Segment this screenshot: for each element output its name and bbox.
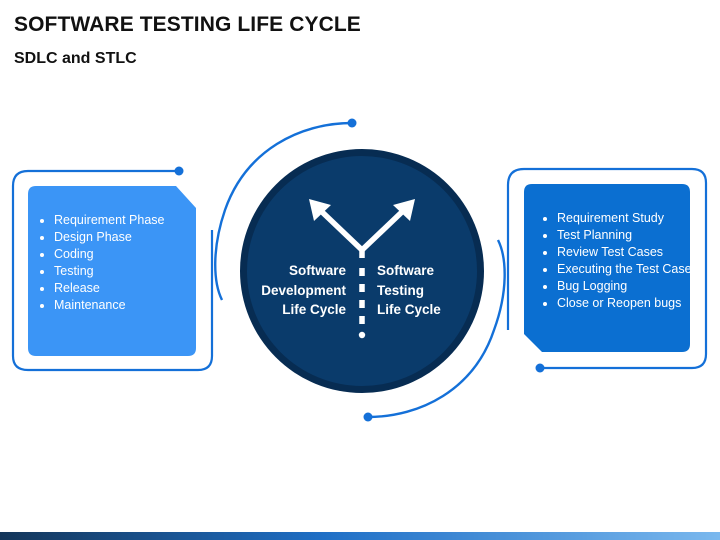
list-item: Coding bbox=[54, 246, 172, 263]
left-frame-dot bbox=[174, 166, 184, 176]
sdlc-label-line: Development bbox=[261, 282, 346, 298]
top-arc bbox=[214, 121, 353, 301]
split-dot bbox=[358, 331, 366, 339]
list-item: Requirement Study bbox=[557, 210, 702, 227]
list-item: Test Planning bbox=[557, 227, 702, 244]
bottom-arc-dot bbox=[363, 412, 373, 422]
list-item: Maintenance bbox=[54, 297, 172, 314]
sdlc-label-line: Software bbox=[288, 263, 346, 278]
stlc-label-line: Testing bbox=[377, 282, 424, 298]
split-arrows-icon bbox=[318, 208, 406, 324]
sdlc-label-line: Life Cycle bbox=[282, 302, 346, 317]
sdlc-phase-list: Requirement Phase Design Phase Coding Te… bbox=[40, 212, 172, 314]
stlc-center-label: Software Testing Life Cycle bbox=[377, 261, 441, 320]
right-box bbox=[524, 184, 690, 352]
list-item: Testing bbox=[54, 263, 172, 280]
list-item: Executing the Test Cases bbox=[557, 261, 702, 278]
list-item: Review Test Cases bbox=[557, 244, 702, 261]
list-item: Bug Logging bbox=[557, 278, 702, 295]
left-frame-outline bbox=[11, 169, 214, 372]
list-item: Release bbox=[54, 280, 172, 297]
top-arc-dot bbox=[347, 118, 357, 128]
slide-title: SOFTWARE TESTING LIFE CYCLE bbox=[14, 13, 361, 36]
stlc-label-line: Software bbox=[377, 263, 435, 278]
list-item: Close or Reopen bugs bbox=[557, 295, 702, 312]
arrow-head-left bbox=[309, 199, 331, 221]
list-item: Design Phase bbox=[54, 229, 172, 246]
sdlc-center-label: Software Development Life Cycle bbox=[261, 261, 346, 320]
arrow-head-right bbox=[393, 199, 415, 221]
right-frame-outline bbox=[506, 167, 708, 370]
left-box bbox=[28, 186, 196, 356]
slide-subtitle: SDLC and STLC bbox=[14, 50, 137, 67]
bottom-arc bbox=[367, 239, 506, 419]
stlc-phase-list: Requirement Study Test Planning Review T… bbox=[543, 210, 702, 312]
footer-gradient-bar bbox=[0, 532, 720, 540]
list-item: Requirement Phase bbox=[54, 212, 172, 229]
right-frame-dot bbox=[535, 363, 545, 373]
stlc-label-line: Life Cycle bbox=[377, 302, 441, 317]
